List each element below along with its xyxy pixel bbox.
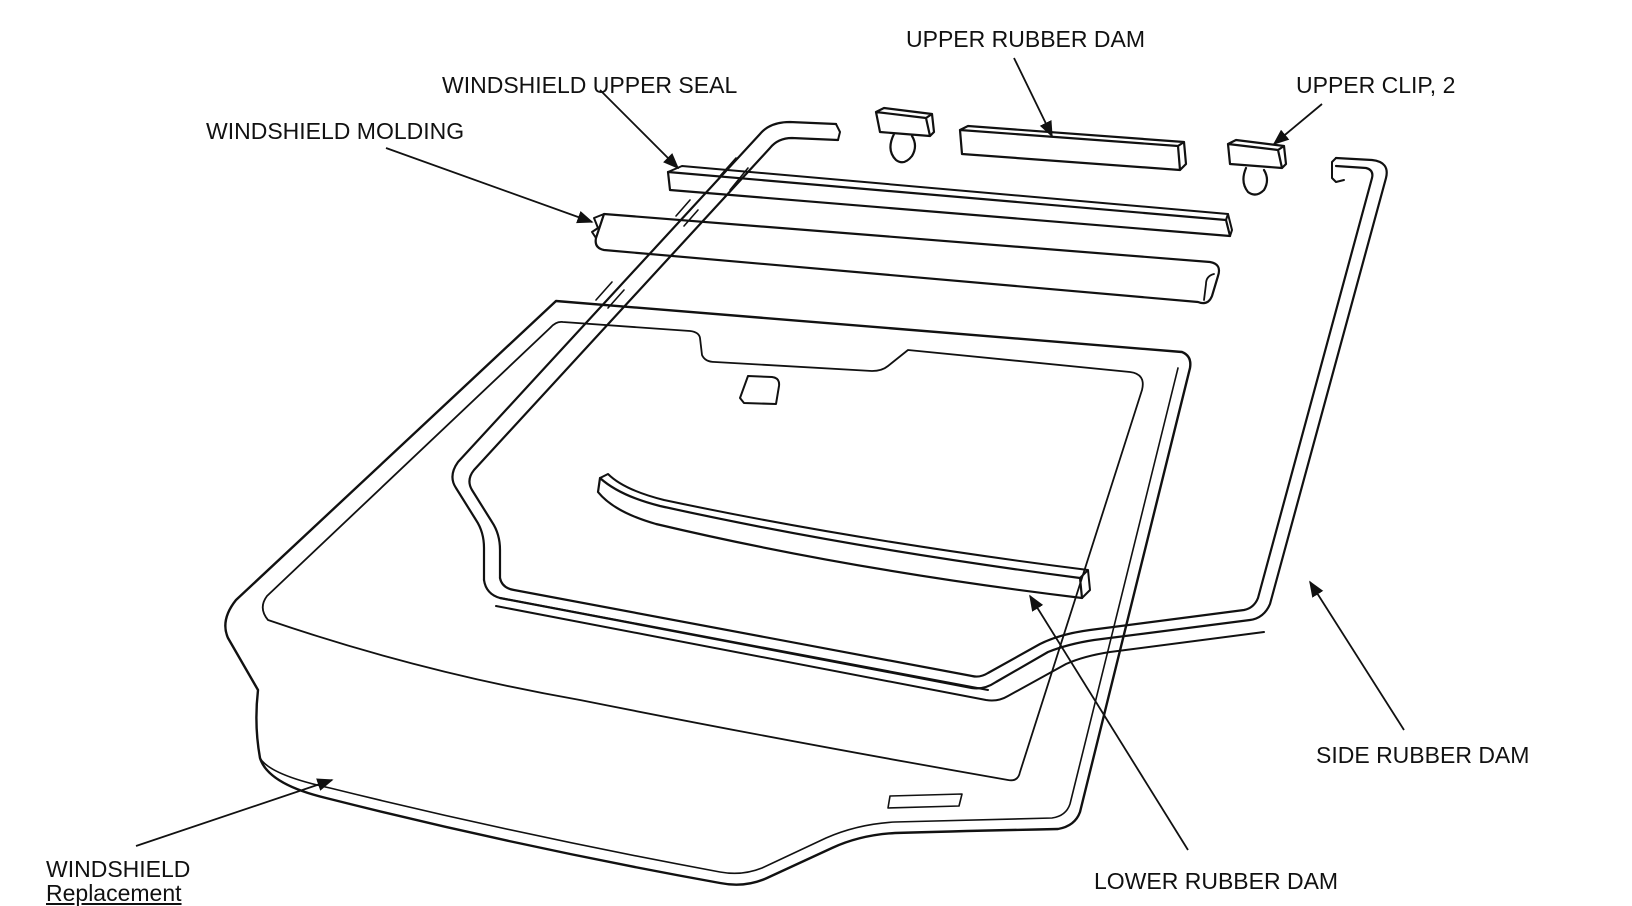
lower-rubber-dam bbox=[596, 476, 1084, 600]
upper-clip-1 bbox=[874, 106, 936, 164]
upper-clip-2 bbox=[1226, 138, 1288, 196]
label-windshield-molding: WINDSHIELD MOLDING bbox=[206, 118, 465, 144]
windshield-glass-edge bbox=[259, 367, 1179, 875]
label-windshield-upper-seal: WINDSHIELD UPPER SEAL bbox=[442, 72, 738, 98]
windshield-molding bbox=[594, 212, 1221, 305]
mirror-base bbox=[739, 375, 781, 405]
leader-side-rubber-dam bbox=[1309, 580, 1405, 731]
windshield-glass bbox=[224, 299, 1192, 886]
windshield-print-border bbox=[261, 320, 1144, 782]
vin-window bbox=[887, 793, 963, 809]
leader-windshield bbox=[135, 778, 334, 847]
label-lower-rubber-dam: LOWER RUBBER DAM bbox=[1094, 868, 1339, 894]
label-side-rubber-dam: SIDE RUBBER DAM bbox=[1316, 742, 1530, 768]
leader-molding bbox=[385, 147, 594, 224]
leader-upper-rubber-dam bbox=[1013, 57, 1053, 138]
label-upper-clip: UPPER CLIP, 2 bbox=[1296, 72, 1456, 98]
leader-upper-seal bbox=[599, 89, 680, 170]
leader-lower-rubber-dam bbox=[1029, 594, 1189, 851]
label-upper-rubber-dam: UPPER RUBBER DAM bbox=[906, 26, 1145, 52]
side-rubber-dam-left bbox=[451, 120, 838, 582]
upper-rubber-dam bbox=[958, 124, 1188, 172]
label-replacement: Replacement bbox=[46, 880, 182, 906]
leader-upper-clip bbox=[1272, 103, 1323, 146]
label-windshield: WINDSHIELD bbox=[46, 856, 191, 882]
frame-inner-loop bbox=[495, 597, 1265, 702]
